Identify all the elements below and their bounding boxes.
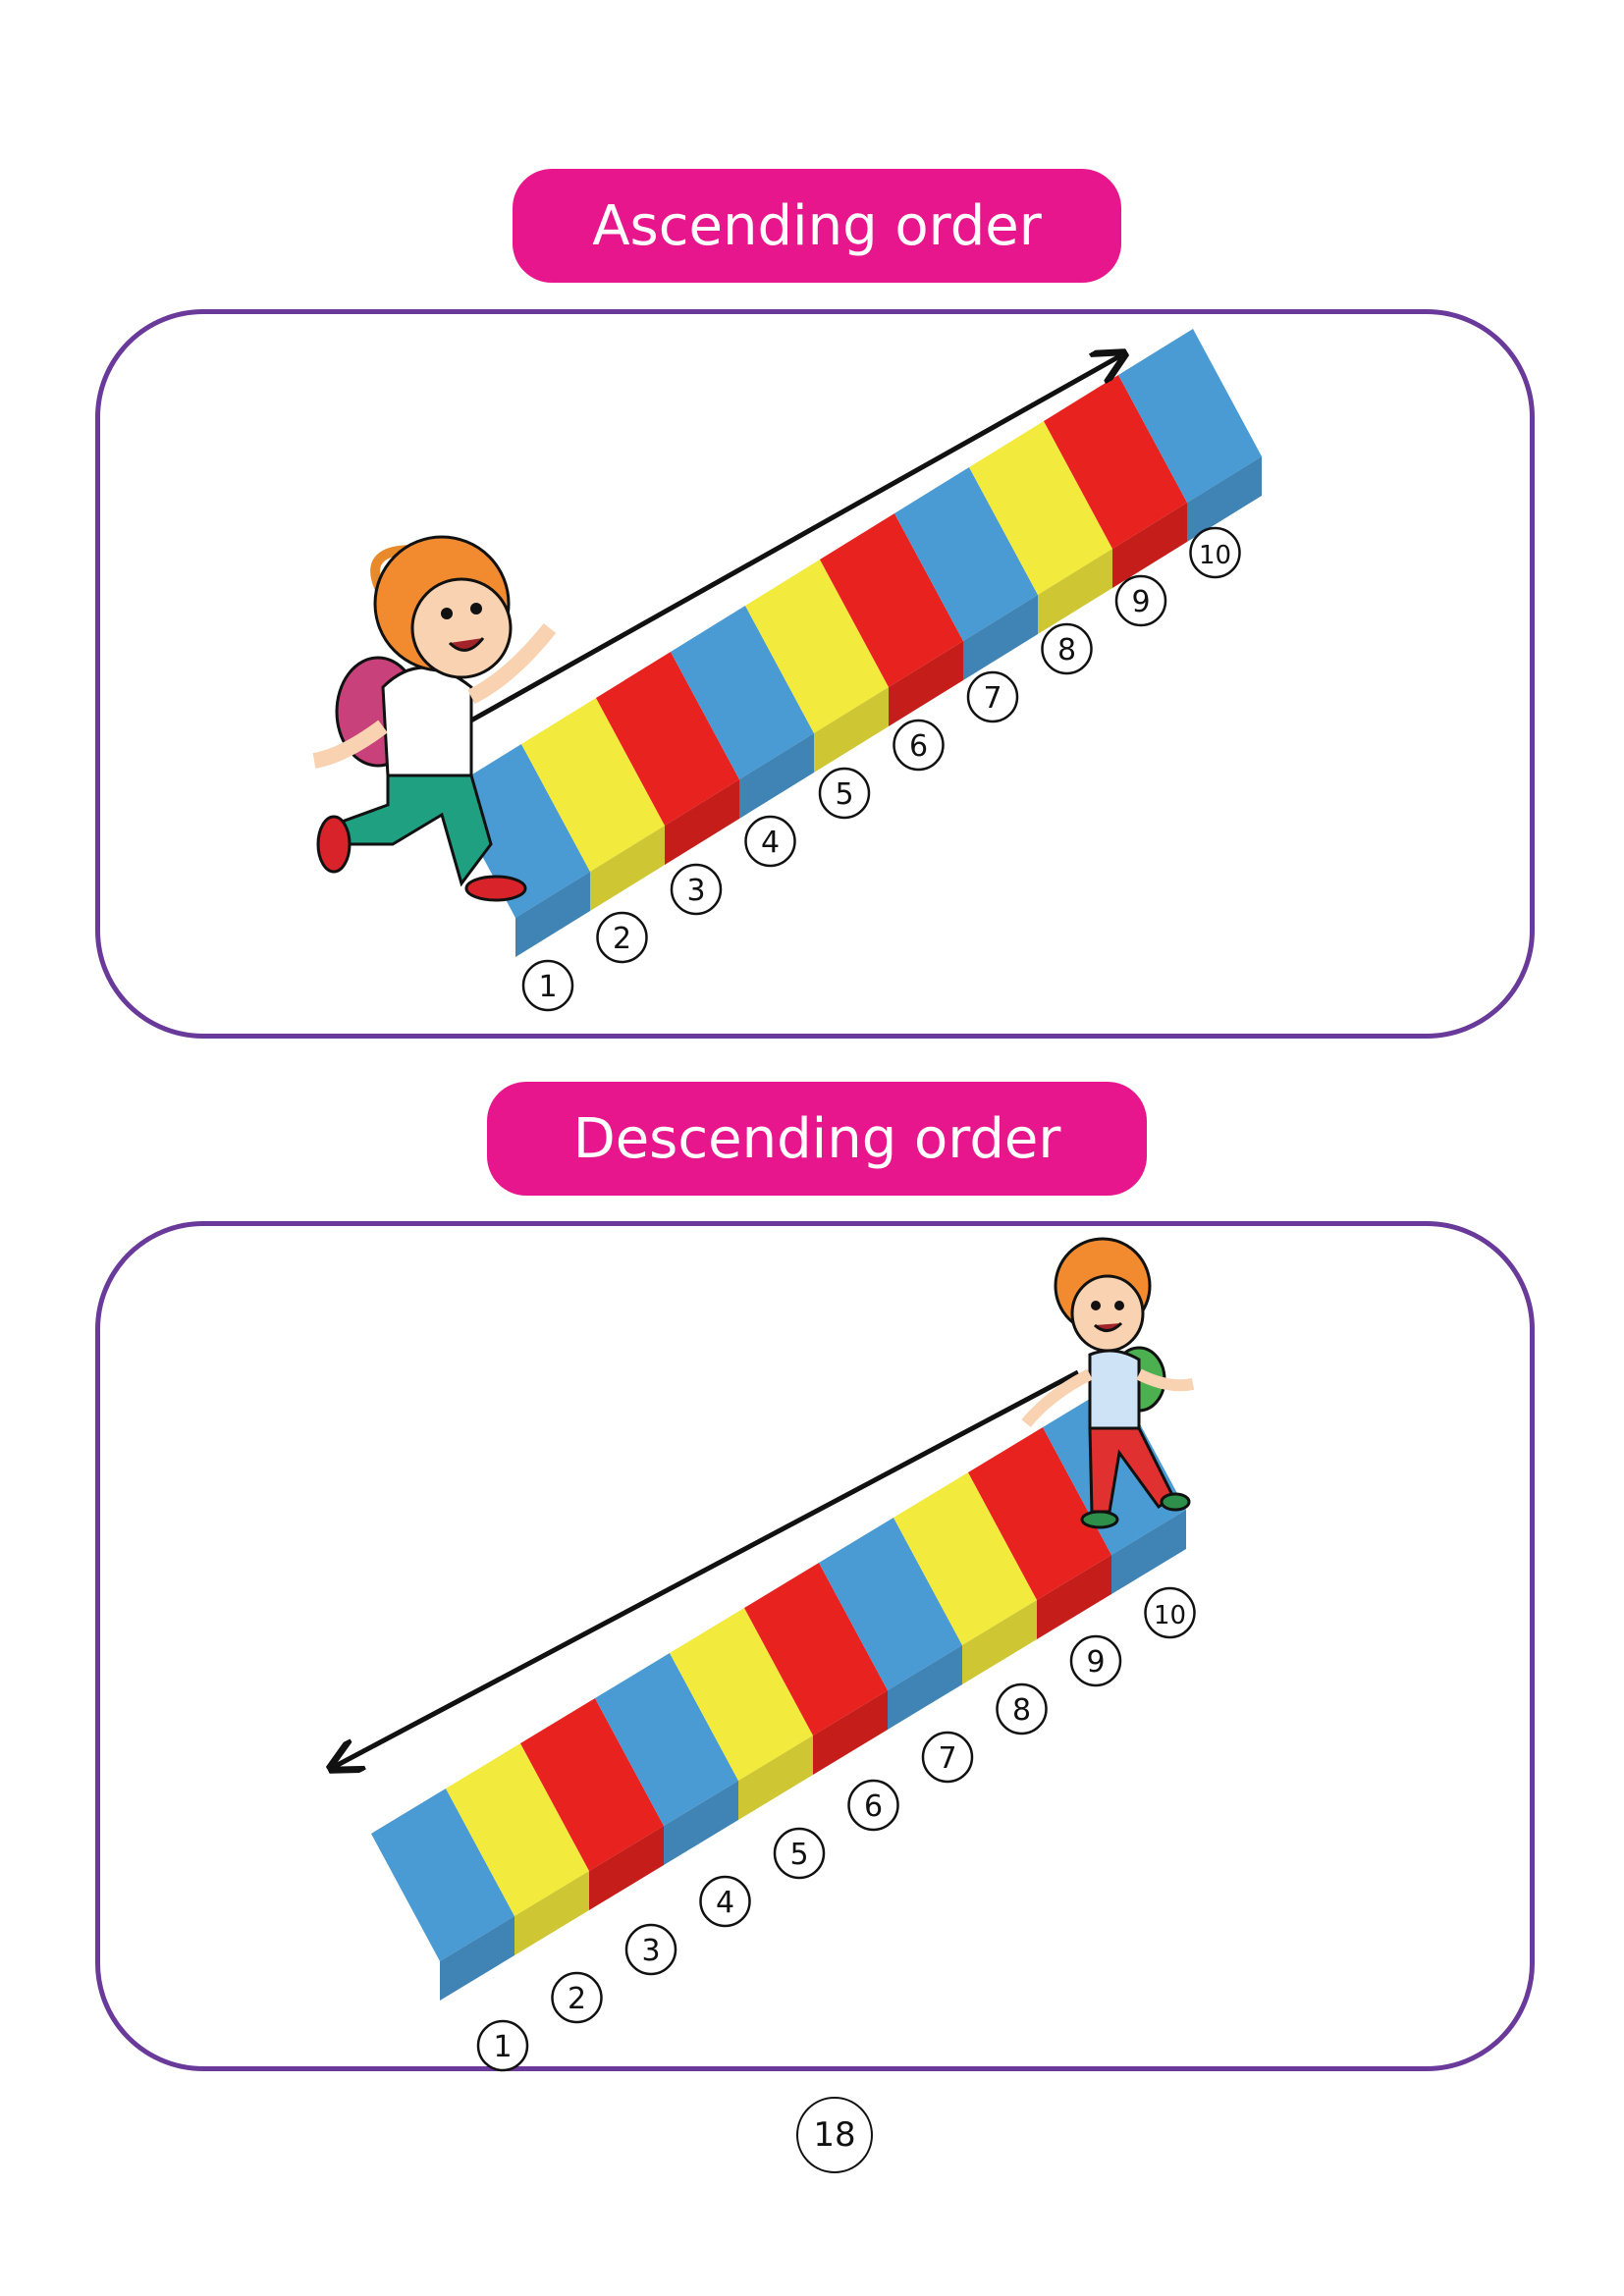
step-10-riser <box>1187 456 1262 542</box>
descending-title: Descending order <box>487 1082 1147 1196</box>
step-label-circle <box>773 1827 826 1880</box>
step-label-text: 3 <box>686 874 705 908</box>
step-2-tread <box>446 1743 589 1916</box>
step-8-tread <box>893 1472 1037 1645</box>
step-4-riser <box>739 733 814 819</box>
step-8-riser <box>962 1600 1037 1684</box>
step-label-text: 5 <box>835 777 853 812</box>
descending-title-text: Descending order <box>572 1106 1061 1171</box>
step-3-tread <box>520 1698 664 1871</box>
step-label-text: 10 <box>1199 541 1231 570</box>
step-2-riser <box>590 826 665 911</box>
step-label-circle <box>921 1731 974 1784</box>
step-label-circle <box>1069 1634 1122 1687</box>
step-7-riser <box>888 1645 962 1730</box>
step-label-text: 5 <box>789 1838 808 1872</box>
descending-step-labels: 1 2 3 4 5 6 7 8 9 10 <box>476 1586 1196 2072</box>
step-7-tread <box>894 467 1038 641</box>
step-label-circle <box>476 2019 529 2072</box>
ascending-step-labels: 1 2 3 4 5 6 7 8 9 10 <box>521 526 1241 1012</box>
step-label-text: 9 <box>1086 1645 1105 1680</box>
step-8-riser <box>1038 549 1112 634</box>
step-4-tread <box>671 606 814 779</box>
step-9-riser <box>1112 503 1187 588</box>
page-number: 18 <box>796 2097 873 2173</box>
step-9-riser <box>1037 1555 1111 1639</box>
step-label-circle <box>551 1971 603 2024</box>
step-2-riser <box>514 1871 589 1955</box>
step-label-text: 1 <box>538 970 557 1004</box>
step-8-tread <box>969 421 1112 595</box>
step-label-circle <box>670 863 723 916</box>
step-6-riser <box>889 641 963 726</box>
step-label-text: 9 <box>1131 585 1150 619</box>
girl-character-icon <box>312 535 557 902</box>
step-label-circle <box>699 1875 751 1928</box>
arrow-up-right-icon <box>467 355 1121 724</box>
step-6-tread <box>744 1563 888 1735</box>
arrow-down-left-icon <box>334 1369 1080 1767</box>
ascending-title-text: Ascending order <box>592 193 1042 258</box>
step-3-riser <box>589 1826 664 1910</box>
step-label-text: 3 <box>641 1934 660 1968</box>
step-label-text: 6 <box>909 729 928 764</box>
step-label-circle <box>818 767 871 820</box>
step-label-text: 7 <box>983 681 1001 716</box>
step-5-tread <box>745 560 889 733</box>
step-9-tread <box>1044 375 1187 549</box>
boy-character-icon <box>1021 1237 1195 1529</box>
step-label-text: 6 <box>864 1789 883 1824</box>
step-label-circle <box>966 670 1019 723</box>
descending-staircase <box>371 1382 1186 2001</box>
step-1-tread <box>447 744 590 918</box>
step-5-tread <box>670 1608 813 1781</box>
step-label-text: 8 <box>1057 633 1076 667</box>
step-2-tread <box>521 698 665 872</box>
step-label-text: 7 <box>938 1741 956 1776</box>
step-label-circle <box>521 959 574 1012</box>
step-label-circle <box>624 1923 677 1976</box>
step-6-tread <box>820 513 963 687</box>
step-3-riser <box>665 779 739 865</box>
step-10-tread <box>1118 329 1262 503</box>
ascending-title: Ascending order <box>513 169 1121 283</box>
step-4-tread <box>595 1653 738 1826</box>
step-label-text: 10 <box>1154 1601 1186 1630</box>
step-label-text: 8 <box>1012 1693 1031 1728</box>
step-1-riser <box>440 1916 514 2001</box>
step-label-circle <box>893 719 945 772</box>
step-label-text: 1 <box>493 2030 512 2064</box>
step-label-text: 4 <box>716 1886 734 1920</box>
step-10-riser <box>1111 1510 1186 1594</box>
step-3-tread <box>596 652 739 826</box>
step-9-tread <box>968 1427 1111 1600</box>
ascending-panel <box>95 309 1535 1039</box>
page-number-text: 18 <box>813 2115 856 2155</box>
step-5-riser <box>814 687 889 773</box>
step-label-circle <box>596 911 648 964</box>
step-label-circle <box>744 815 796 868</box>
step-label-text: 2 <box>613 922 631 956</box>
step-label-circle <box>1114 574 1167 627</box>
step-7-riser <box>963 595 1038 680</box>
step-label-circle <box>847 1779 899 1832</box>
step-5-riser <box>738 1735 813 1820</box>
step-label-circle <box>1041 622 1093 675</box>
step-4-riser <box>664 1781 738 1865</box>
step-7-tread <box>819 1518 962 1690</box>
step-label-text: 4 <box>761 826 780 860</box>
step-label-text: 2 <box>568 1982 586 2016</box>
step-1-riser <box>515 872 590 957</box>
step-label-circle <box>1144 1586 1196 1639</box>
step-label-circle <box>996 1682 1048 1735</box>
step-1-tread <box>371 1789 514 1961</box>
ascending-staircase <box>447 329 1262 957</box>
step-label-circle <box>1189 526 1241 579</box>
step-6-riser <box>813 1690 888 1775</box>
